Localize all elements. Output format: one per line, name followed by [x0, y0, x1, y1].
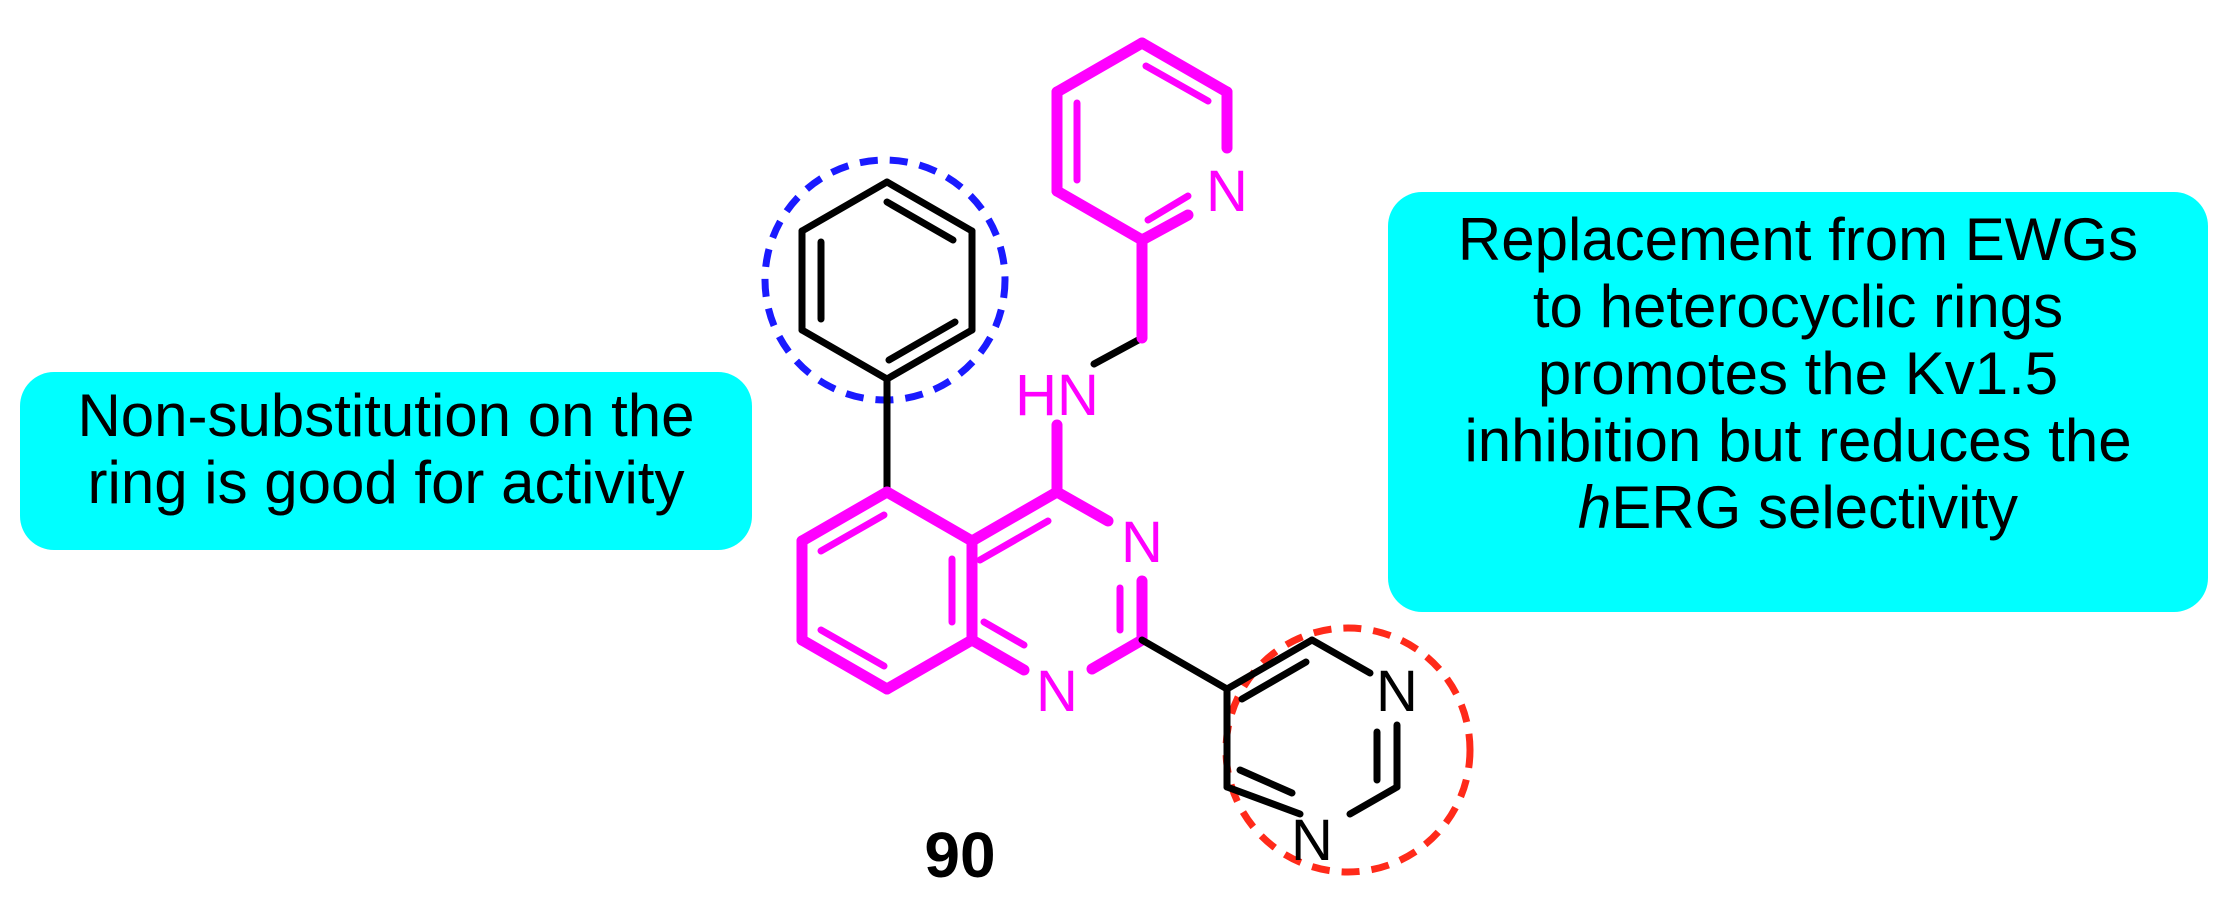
pyrimidine-highlight-circle	[1222, 624, 1474, 876]
right-annotation-line-4: inhibition but reduces the	[1464, 407, 2132, 474]
herg-italic-prefix: h	[1577, 474, 1612, 541]
compound-number-label: 90	[924, 819, 996, 891]
nh-ch2-bond	[1090, 334, 1146, 368]
pyridine-ring	[1051, 37, 1233, 246]
pyrimidine-ring	[1223, 636, 1401, 818]
phenyl-ring	[798, 178, 976, 383]
left-annotation-callout: Non-substitution on the ring is good for…	[20, 372, 752, 550]
amine-nh-label: HN	[1015, 363, 1099, 428]
left-annotation-line-2: ring is good for activity	[87, 449, 685, 516]
quinazoline-n1-label: N	[1036, 659, 1078, 724]
pyrimidine-n-top-label: N	[1376, 659, 1418, 724]
right-annotation-line-5: hERG selectivity	[1388, 474, 2208, 541]
pyridine-nitrogen-label: N	[1206, 159, 1248, 224]
quinazoline-benzo-ring	[796, 486, 978, 695]
right-annotation-line-1: Replacement from EWGs	[1457, 206, 2139, 273]
right-annotation-line-3: promotes the Kv1.5	[1537, 340, 2059, 407]
quinazoline-pyrimidine-ring	[966, 486, 1148, 676]
left-annotation-line-1: Non-substitution on the	[77, 382, 695, 449]
right-annotation-callout: Replacement from EWGs to heterocyclic ri…	[1388, 192, 2208, 612]
quinazoline-n3-label: N	[1121, 510, 1163, 575]
pyrimidine-n-bottom-label: N	[1291, 808, 1333, 873]
c2-pyrimidine-bond	[1138, 636, 1231, 693]
herg-rest: ERG selectivity	[1611, 474, 2019, 541]
right-annotation-line-2: to heterocyclic rings	[1532, 273, 2064, 340]
